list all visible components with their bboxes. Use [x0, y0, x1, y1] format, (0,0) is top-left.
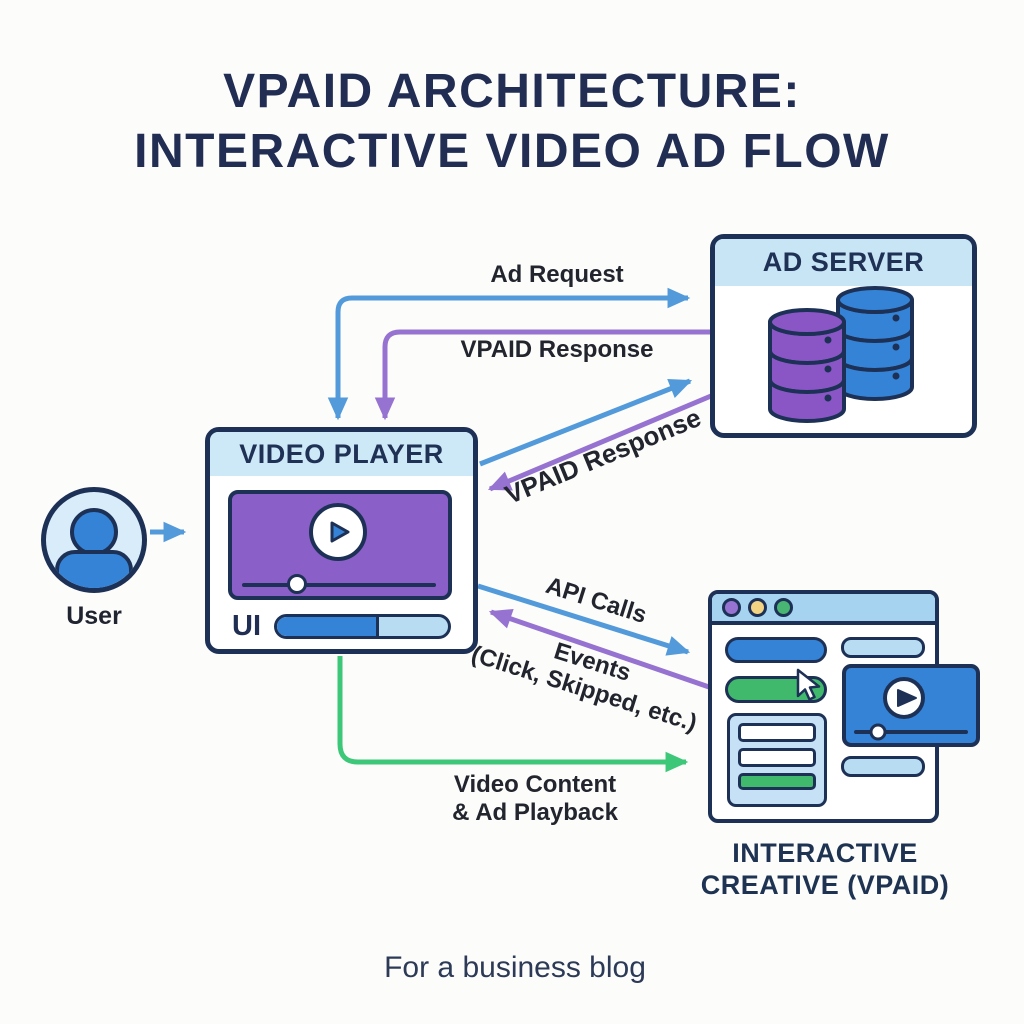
window-dot-green — [774, 598, 793, 617]
user-head-shape — [70, 508, 118, 556]
page-title-line2: INTERACTIVE VIDEO AD FLOW — [134, 125, 890, 179]
creative-form-panel — [727, 713, 827, 807]
window-dot-yellow — [748, 598, 767, 617]
arrow-vpaid-response — [374, 329, 712, 421]
ad-request-label: Ad Request — [490, 261, 624, 288]
vpaid-response-label: VPAID Response — [460, 336, 654, 363]
video-player-title: VIDEO PLAYER — [239, 438, 444, 469]
video-player-header: VIDEO PLAYER — [210, 432, 473, 476]
database-blue-icon — [836, 286, 914, 401]
video-content-label-line1: Video Content — [453, 771, 617, 798]
creative-light-pill-bottom — [841, 756, 925, 777]
user-label: User — [66, 602, 122, 630]
creative-caption-line1: INTERACTIVE — [732, 838, 918, 868]
arrow-api-calls — [477, 583, 691, 656]
video-player-node: VIDEO PLAYER UI — [205, 427, 478, 654]
database-purple-icon — [768, 308, 846, 423]
creative-blue-button — [725, 637, 827, 663]
panel-row-field — [738, 748, 816, 767]
play-button-icon — [309, 503, 367, 561]
arrow-ad-request — [327, 287, 691, 421]
ui-progress-fill — [277, 617, 380, 636]
video-content-label: Video Content & Ad Playback — [410, 771, 660, 828]
user-shoulders-shape — [55, 550, 133, 588]
user-avatar-icon — [41, 487, 147, 593]
creative-ad-video — [842, 664, 980, 747]
cursor-icon — [796, 668, 821, 701]
panel-row-button — [738, 773, 816, 790]
creative-caption-line2: CREATIVE (VPAID) — [700, 869, 950, 900]
arrow-video-content — [337, 656, 689, 773]
creative-ad-video-icon — [854, 677, 968, 741]
ui-label: UI — [232, 610, 261, 642]
play-triangle-icon — [330, 521, 350, 543]
ui-progress-bar — [274, 614, 451, 639]
creative-light-pill-top — [841, 637, 925, 658]
page-title-line1: VPAID ARCHITECTURE: — [223, 65, 801, 118]
ad-server-title: AD SERVER — [762, 247, 925, 277]
arrow-diagonal-up-blue — [479, 378, 693, 467]
seek-bar — [242, 583, 436, 587]
video-screen — [228, 490, 452, 600]
player-ui-row: UI — [232, 610, 451, 642]
video-content-label-line2: & Ad Playback — [452, 799, 618, 827]
seek-knob — [286, 574, 307, 594]
page-title: VPAID ARCHITECTURE: INTERACTIVE VIDEO AD… — [0, 62, 1024, 183]
creative-caption: INTERACTIVE CREATIVE (VPAID) — [660, 838, 990, 901]
bottom-caption: For a business blog — [384, 951, 646, 984]
ad-server-node: AD SERVER — [710, 234, 977, 438]
panel-row-field — [738, 723, 816, 742]
arrow-events — [488, 608, 710, 690]
database-stack-icon — [768, 286, 914, 423]
user-node: User — [41, 487, 147, 631]
ad-server-header: AD SERVER — [715, 239, 972, 286]
browser-title-bar — [712, 594, 935, 625]
arrow-vpaid-response-diagonal — [487, 393, 712, 492]
window-dot-purple — [722, 598, 741, 617]
